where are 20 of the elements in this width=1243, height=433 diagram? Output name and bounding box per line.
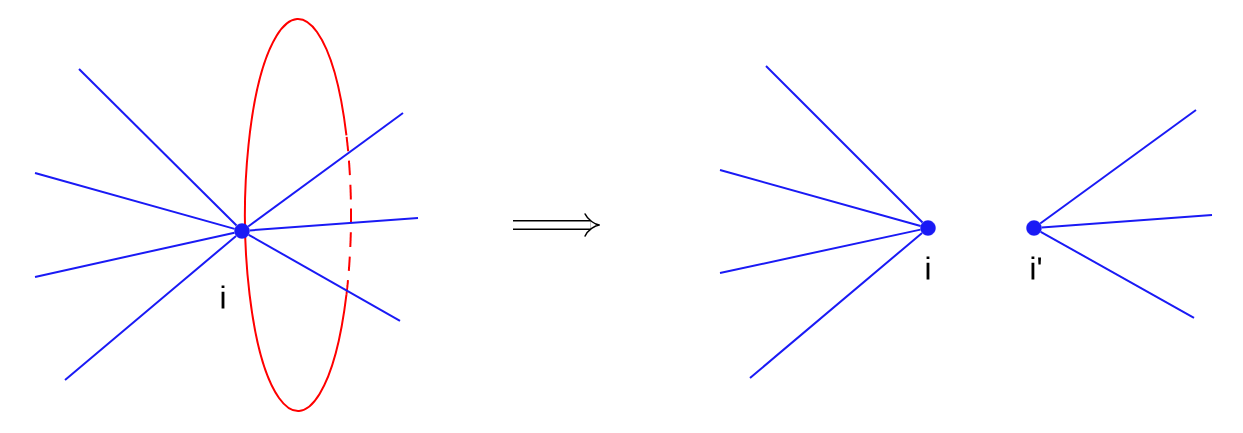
line bbox=[247, 233, 401, 322]
line bbox=[749, 231, 924, 379]
line bbox=[1039, 230, 1195, 319]
line bbox=[78, 68, 238, 227]
vertex-label: i bbox=[221, 285, 225, 309]
line bbox=[719, 169, 922, 227]
vertex-dot bbox=[920, 220, 936, 236]
vertex-label: i' bbox=[1031, 256, 1041, 280]
vertex-dot bbox=[1026, 220, 1042, 236]
line bbox=[1040, 214, 1213, 229]
line bbox=[1039, 109, 1197, 225]
vertex-dot bbox=[234, 223, 250, 239]
line bbox=[248, 217, 419, 232]
line bbox=[719, 228, 922, 274]
vertex-label: i bbox=[926, 256, 930, 280]
line bbox=[64, 234, 238, 381]
line bbox=[765, 65, 924, 224]
line bbox=[247, 112, 404, 228]
line bbox=[34, 231, 236, 278]
line bbox=[34, 172, 236, 230]
